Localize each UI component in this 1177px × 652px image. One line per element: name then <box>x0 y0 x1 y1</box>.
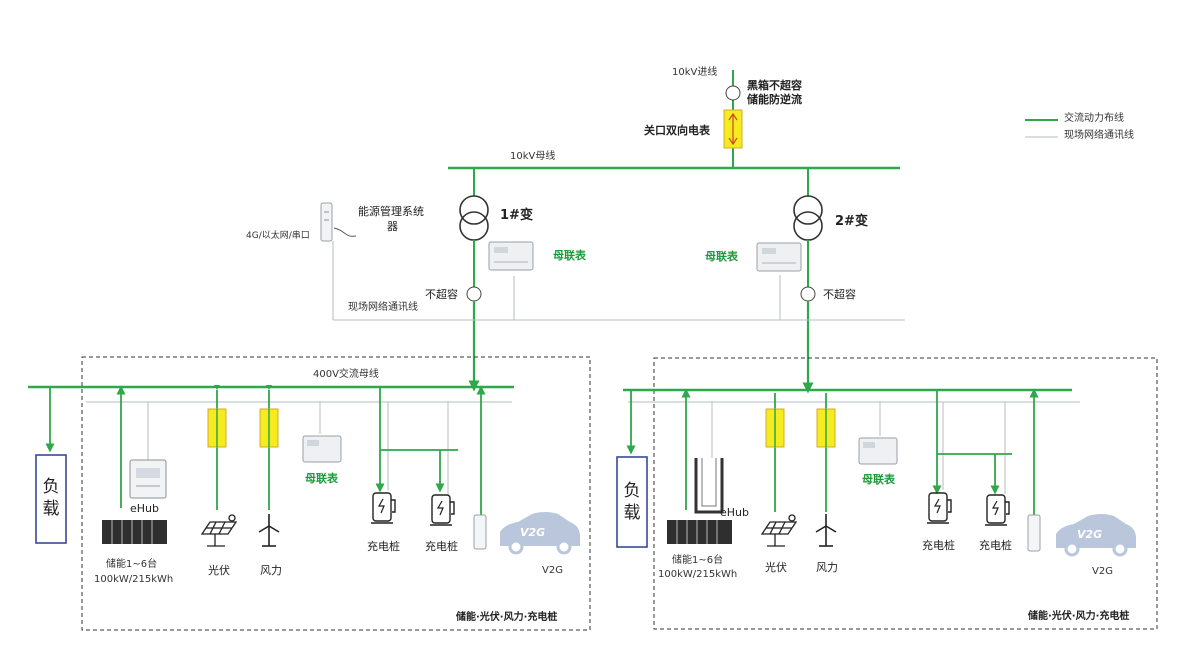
ems-label-line1: 能源管理系统 <box>358 205 424 218</box>
battery-1-icon <box>102 520 167 544</box>
comm-lines <box>86 241 1080 495</box>
ems-uplink-label: 4G/以太网/串口 <box>246 231 310 241</box>
zone-1-branches <box>45 385 486 515</box>
top-relay-label-line1: 黑箱不超容 <box>747 79 802 92</box>
zone-2-caption: 储能·光伏·风力·充电桩 <box>1028 611 1130 622</box>
charger-2a-label: 充电桩 <box>922 539 955 552</box>
wind-1-label: 风力 <box>260 564 282 577</box>
load-1-label: 负载 <box>42 477 60 519</box>
breaker-2-icon <box>800 286 816 302</box>
pv-2-label: 光伏 <box>765 561 787 574</box>
zone-1-caption: 储能·光伏·风力·充电桩 <box>456 612 558 623</box>
wind-2-label: 风力 <box>816 561 838 574</box>
legend-power-label: 交流动力布线 <box>1064 113 1124 124</box>
v2g-post-1-icon <box>473 514 487 550</box>
legend-comm-label: 现场网络通讯线 <box>1064 130 1134 141</box>
load-1-box <box>35 454 67 544</box>
ems-device <box>320 202 357 242</box>
top-meter-device-1 <box>488 241 534 271</box>
v2g-1-label: V2G <box>542 565 563 576</box>
transformer-2-icon <box>793 195 823 225</box>
charger-1b-label: 充电桩 <box>425 540 458 553</box>
storage-2-label-line1: 储能1~6台 <box>672 555 724 566</box>
wind-turbine-1-icon <box>258 514 280 547</box>
branch-meter-device-2 <box>858 437 898 465</box>
v2g-car-2-icon <box>1056 514 1136 557</box>
zone-2-box <box>653 357 1158 630</box>
legend <box>1025 119 1058 138</box>
transformer-1-label: 1#变 <box>500 208 533 223</box>
top-breaker-icon <box>725 85 741 101</box>
storage-2-label-line2: 100kW/215kWh <box>658 569 738 580</box>
charger-1a-label: 充电桩 <box>367 540 400 553</box>
storage-1-label-line1: 储能1~6台 <box>106 559 158 570</box>
solar-panel-1-icon <box>200 514 238 547</box>
ehub-2-label: eHub <box>720 506 749 519</box>
solar-panel-2-icon <box>760 514 798 547</box>
breaker-1-icon <box>466 286 482 302</box>
no-overcap-2-label: 不超容 <box>823 288 856 301</box>
transformer-1 <box>459 168 489 392</box>
load-2-label: 负载 <box>623 481 641 523</box>
charger-2b-label: 充电桩 <box>979 539 1012 552</box>
v2g-car-1-icon <box>500 512 580 555</box>
no-overcap-1-label: 不超容 <box>425 288 458 301</box>
branch-meter-2-label: 母联表 <box>862 473 895 486</box>
v2g-badge-1: V2G <box>520 526 546 539</box>
gateway-meter-label: 关口双向电表 <box>644 124 710 137</box>
incoming-section <box>723 70 743 168</box>
charger-2b-icon <box>985 494 1010 526</box>
top-meter-device-2 <box>756 242 802 272</box>
pv-meter-1 <box>207 408 227 448</box>
field-comm-label: 现场网络通讯线 <box>348 302 418 313</box>
v2g-post-2-icon <box>1027 514 1041 552</box>
branch-meter-device-1 <box>302 435 342 463</box>
bus-400v-label: 400V交流母线 <box>313 369 379 380</box>
wind-turbine-2-icon <box>815 514 837 547</box>
transformer-2 <box>793 168 823 394</box>
v2g-2-label: V2G <box>1092 566 1113 577</box>
charger-2a-icon <box>927 492 952 524</box>
transformer-2-label: 2#变 <box>835 214 868 229</box>
storage-1-label-line2: 100kW/215kWh <box>94 574 174 585</box>
wind-meter-1 <box>259 408 279 448</box>
ems-label-line2: 器 <box>387 220 398 233</box>
v2g-badge-2: V2G <box>1077 528 1103 541</box>
battery-2-icon <box>667 520 732 544</box>
pv-1-label: 光伏 <box>208 564 230 577</box>
top-relay-label-line2: 储能防逆流 <box>747 93 802 106</box>
ehub-1-device <box>129 459 167 499</box>
branch-meter-1-label: 母联表 <box>305 472 338 485</box>
pv-meter-2 <box>765 408 785 448</box>
load-2-box <box>616 456 648 548</box>
meter-1-label: 母联表 <box>553 249 586 262</box>
charger-1a-icon <box>371 492 396 524</box>
incoming-10kv-label: 10kV进线 <box>672 67 718 78</box>
wind-meter-2 <box>816 408 836 448</box>
transformer-1-icon <box>459 195 489 225</box>
ehub-1-label: eHub <box>130 502 159 515</box>
zone-1-box <box>81 356 591 631</box>
bus-10kv-label: 10kV母线 <box>510 151 556 162</box>
charger-1b-icon <box>430 494 455 526</box>
ehub-2-device <box>694 458 724 514</box>
meter-2-label: 母联表 <box>705 250 738 263</box>
